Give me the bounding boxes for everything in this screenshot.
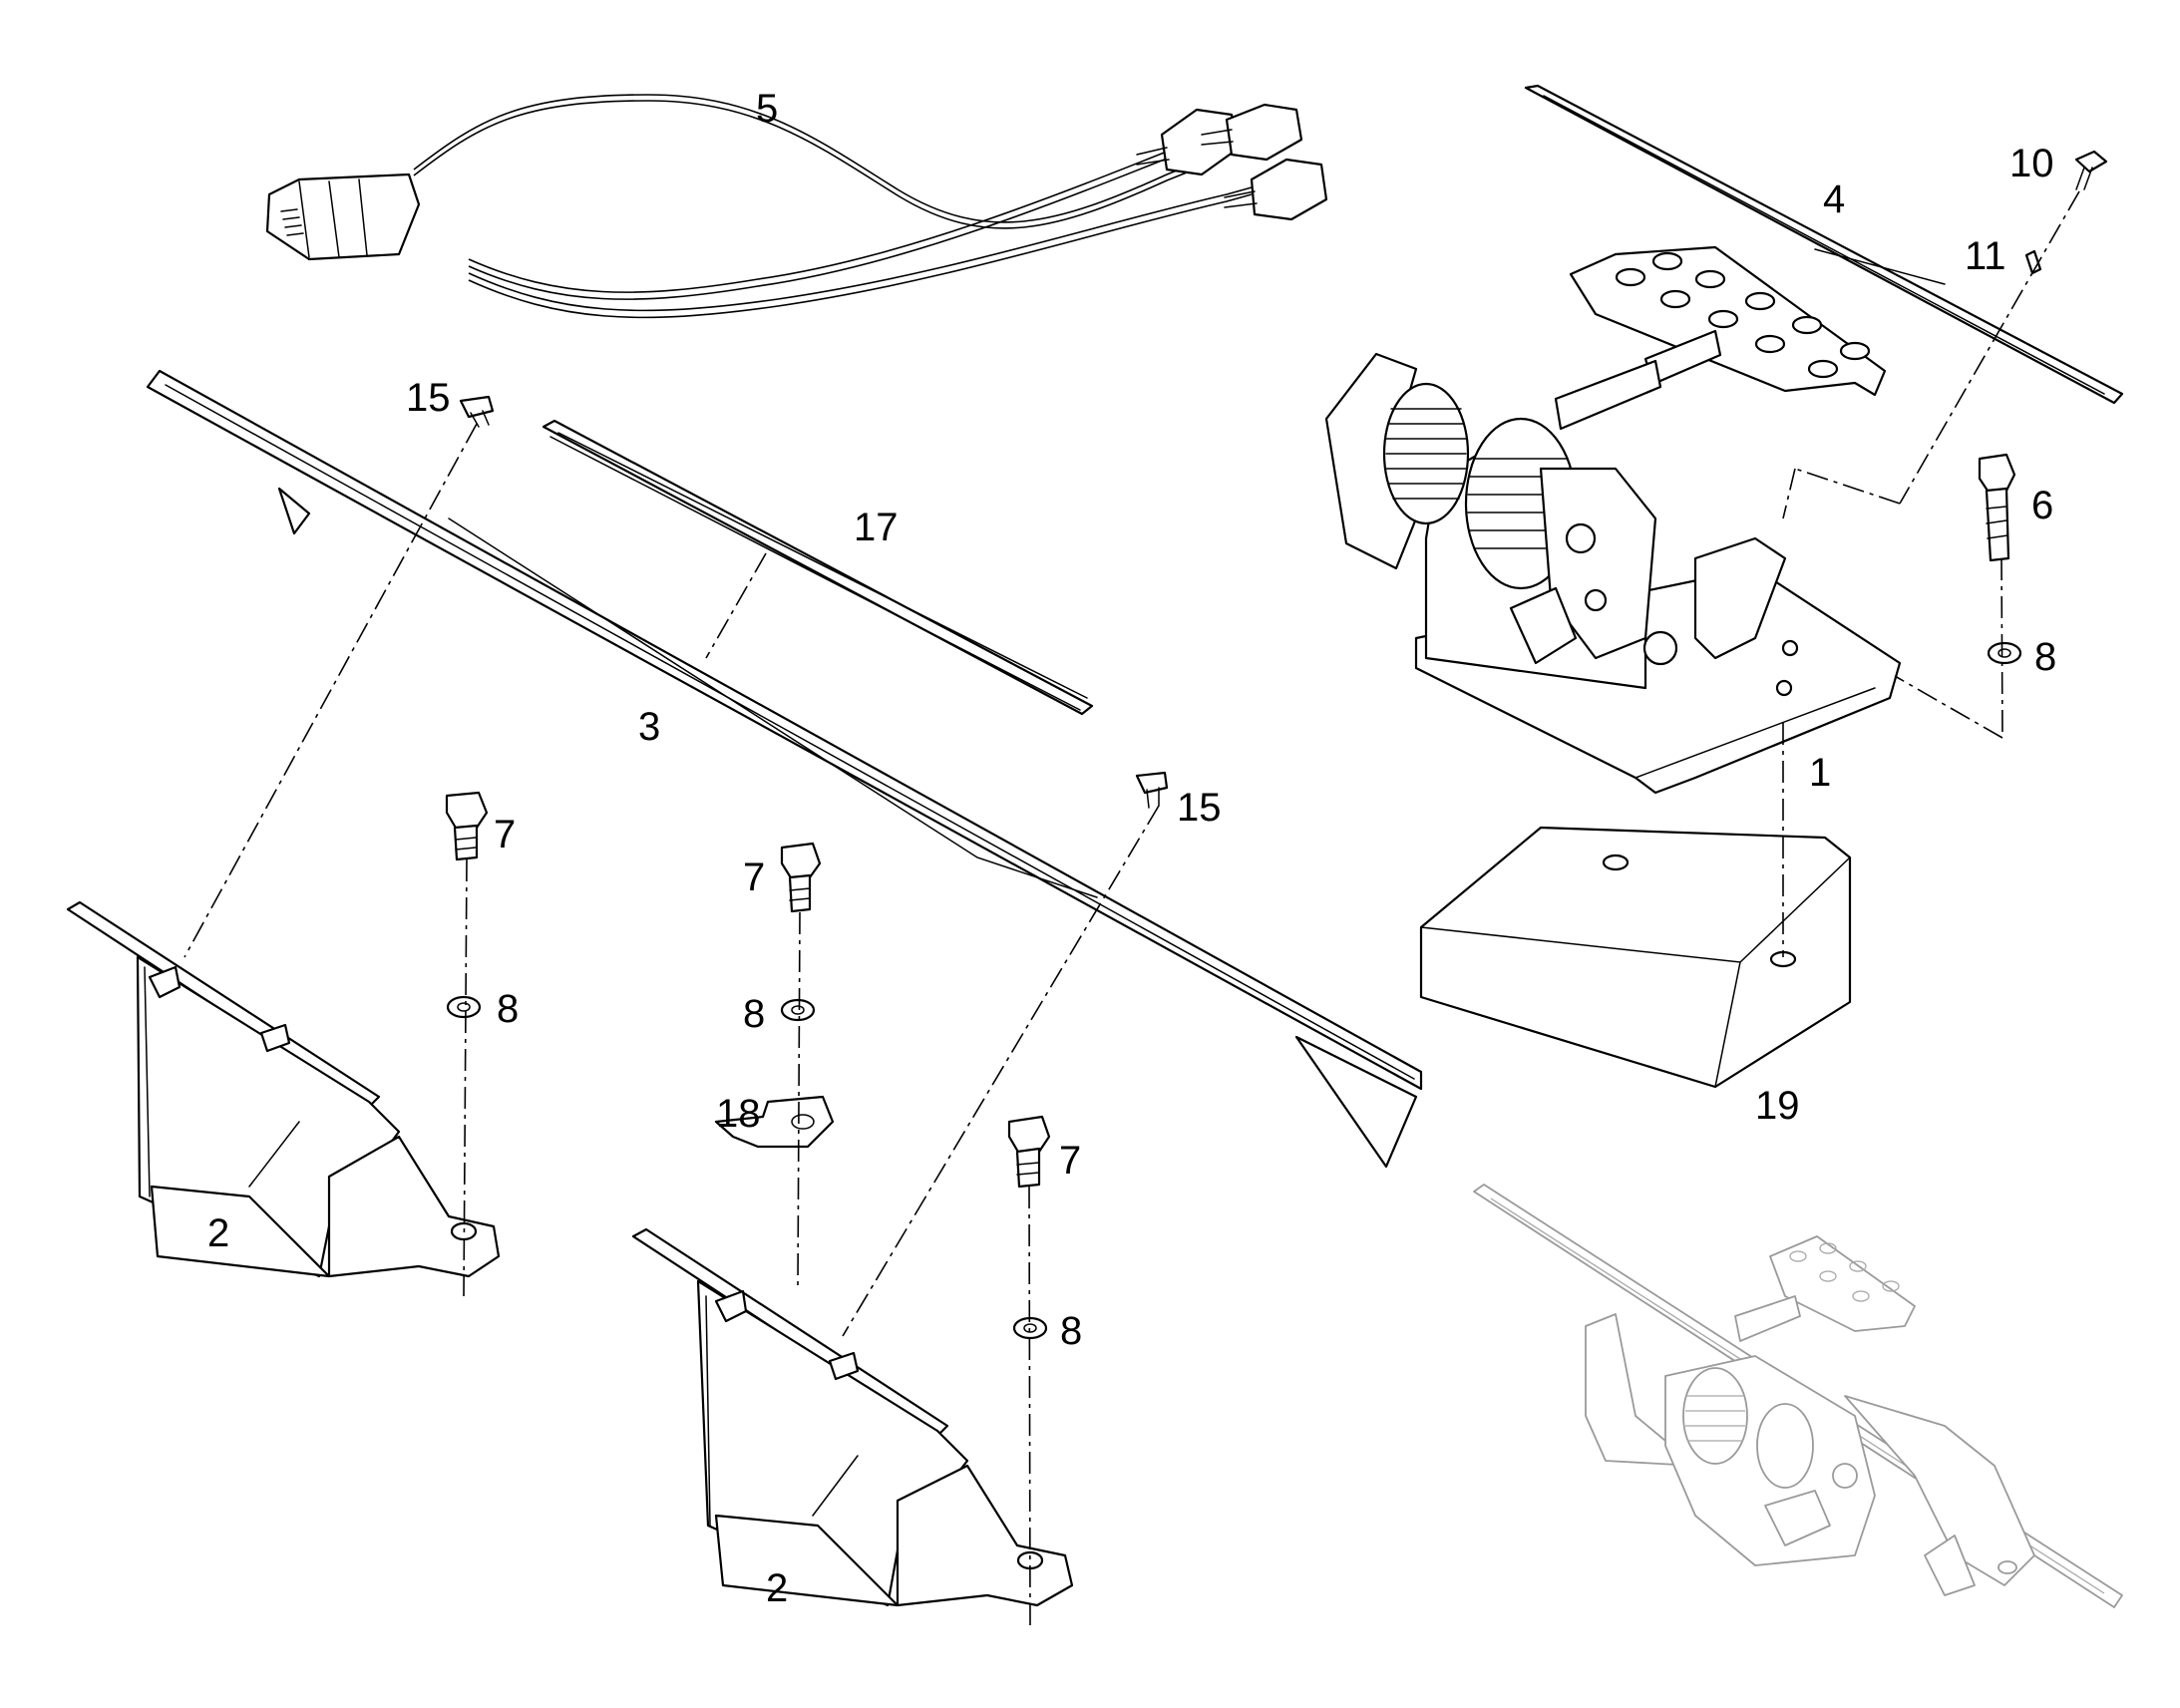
callouts: 1 2 2 3 4 5 6 7 7 7 8 8 8 8 10 11 15 15 … (207, 87, 2056, 1610)
bolt-7-middle (780, 842, 822, 913)
callout-18: 18 (716, 1092, 761, 1136)
washer-8-middle (780, 998, 816, 1022)
foot-plate-holes (1615, 251, 1871, 379)
callout-11: 11 (1965, 234, 2006, 278)
bolt-7-left (445, 791, 489, 861)
callout-8-bottom: 8 (1060, 1309, 1082, 1353)
washer-8-right (1987, 641, 2022, 665)
callout-15-right: 15 (1177, 786, 1222, 830)
callout-5: 5 (756, 87, 778, 131)
screw-10 (2074, 150, 2108, 190)
wire-harness (265, 94, 1328, 319)
callout-6: 6 (2031, 484, 2053, 527)
callout-7-bottom: 7 (1059, 1139, 1081, 1183)
bolt-7-bottom (1007, 1115, 1051, 1189)
pedal-assembly (1324, 245, 1902, 795)
callout-8-right: 8 (2034, 635, 2056, 679)
callout-15-left: 15 (406, 376, 451, 420)
bracket-2-left (66, 900, 501, 1278)
clip-18 (714, 1095, 835, 1149)
strip-17 (542, 419, 1094, 716)
callout-17: 17 (854, 506, 899, 549)
assembled-view (1473, 1184, 2123, 1608)
bracket-2-middle (631, 1227, 1074, 1607)
callout-1: 1 (1809, 751, 1831, 795)
callout-8-middle: 8 (743, 992, 765, 1036)
long-plate-3 (146, 369, 1423, 1169)
callout-10: 10 (2009, 142, 2054, 185)
callout-3: 3 (638, 705, 660, 749)
leader-lines (183, 190, 2080, 1626)
bolt-6 (1978, 453, 2016, 562)
washer-11 (2024, 249, 2042, 275)
screw-15-left (459, 395, 495, 428)
callout-2-middle: 2 (766, 1566, 788, 1610)
washer-8-left (446, 995, 482, 1019)
callout-7-middle: 7 (743, 855, 765, 899)
callout-8-left: 8 (497, 987, 519, 1031)
callout-19: 19 (1755, 1084, 1800, 1128)
callout-4: 4 (1823, 177, 1845, 221)
screw-15-right (1135, 771, 1169, 809)
pad-19 (1419, 826, 1852, 1089)
callout-2-left: 2 (207, 1211, 229, 1255)
callout-7-left: 7 (494, 813, 516, 856)
top-plate (1524, 84, 2124, 405)
